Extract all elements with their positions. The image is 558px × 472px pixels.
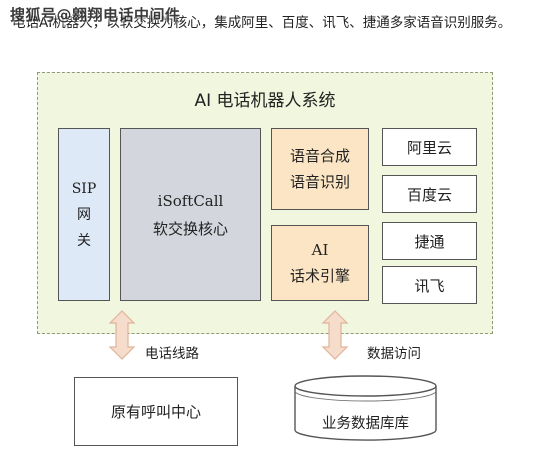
isoftcall-subtitle: 软交换核心 <box>152 219 228 238</box>
ai-engine-subtitle: 话术引擎 <box>289 267 350 285</box>
vendor-label: 讯飞 <box>414 276 445 295</box>
ai-engine-title: AI <box>311 241 329 259</box>
speech-module-box: 语音合成 语音识别 <box>271 128 369 210</box>
data-access-arrow <box>321 310 349 360</box>
speech-recognition-label: 语音识别 <box>289 173 350 191</box>
data-access-label: 数据访问 <box>367 346 421 362</box>
watermark: 搜狐号@翱翔电话中间件 <box>10 6 181 24</box>
ai-engine-box: AI 话术引擎 <box>271 225 369 301</box>
vendor-xunfei-box: 讯飞 <box>382 266 477 304</box>
vendor-label: 百度云 <box>406 185 452 204</box>
system-title: AI 电话机器人系统 <box>194 91 336 111</box>
speech-synthesis-label: 语音合成 <box>289 147 350 165</box>
isoftcall-core-box: iSoftCall 软交换核心 <box>120 128 261 301</box>
phone-line-arrow <box>108 310 136 360</box>
vendor-label: 捷通 <box>414 232 445 251</box>
vendor-jietong-box: 捷通 <box>382 222 477 260</box>
isoftcall-name: iSoftCall <box>157 191 224 210</box>
call-center-label: 原有呼叫中心 <box>110 403 201 421</box>
vendor-aliyun-box: 阿里云 <box>382 128 477 166</box>
database-cylinder <box>294 375 437 441</box>
sip-gateway-line3: 关 <box>77 232 91 249</box>
sip-gateway-line1: SIP <box>71 180 97 197</box>
call-center-box: 原有呼叫中心 <box>74 377 238 446</box>
phone-line-label: 电话线路 <box>145 346 199 362</box>
sip-gateway-box: SIP 网 关 <box>58 128 110 301</box>
database-label: 业务数据库库 <box>322 416 409 432</box>
caption-text: 电话AI机器人，以软交换为核心，集成阿里、百度、讯飞、捷通多家语音识别服务。 <box>12 15 512 31</box>
sip-gateway-line2: 网 <box>77 206 91 223</box>
vendor-baiduyun-box: 百度云 <box>382 175 477 213</box>
vendor-label: 阿里云 <box>406 138 452 157</box>
